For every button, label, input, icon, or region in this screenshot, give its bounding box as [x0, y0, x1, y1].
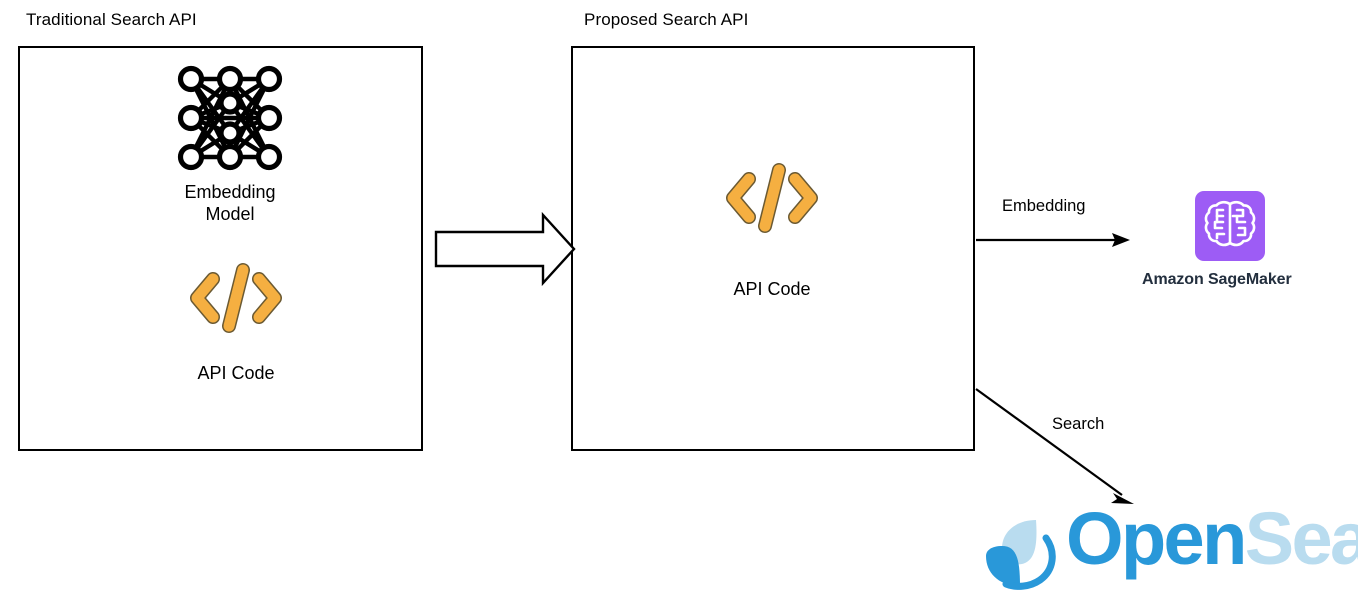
- brain-icon: [1195, 191, 1265, 261]
- panel-title-traditional: Traditional Search API: [26, 10, 197, 29]
- code-brackets-icon: [722, 162, 822, 234]
- panel-traditional-search-api: [18, 46, 423, 451]
- arrow-search: [975, 388, 1134, 504]
- neural-network-icon: [174, 62, 286, 174]
- opensearch-swirl-icon: [976, 508, 1068, 596]
- amazon-sagemaker-label: Amazon SageMaker: [1142, 271, 1292, 288]
- opensearch-word-search: Search: [1244, 497, 1358, 580]
- panel-title-proposed: Proposed Search API: [584, 10, 749, 29]
- code-brackets-icon: [186, 262, 286, 334]
- opensearch-wordmark: OpenSearch: [1066, 502, 1358, 576]
- arrow-label-embedding: Embedding: [1002, 197, 1086, 215]
- arrow-embedding: [976, 233, 1130, 247]
- api-code-label-proposed: API Code: [733, 279, 811, 299]
- arrow-label-search: Search: [1052, 415, 1105, 433]
- panel-proposed-search-api: [571, 46, 975, 451]
- embedding-model-label: Embedding Model: [184, 182, 276, 224]
- api-code-label-traditional: API Code: [197, 363, 275, 383]
- opensearch-word-open: Open: [1066, 497, 1247, 580]
- block-arrow-migration: [434, 211, 576, 287]
